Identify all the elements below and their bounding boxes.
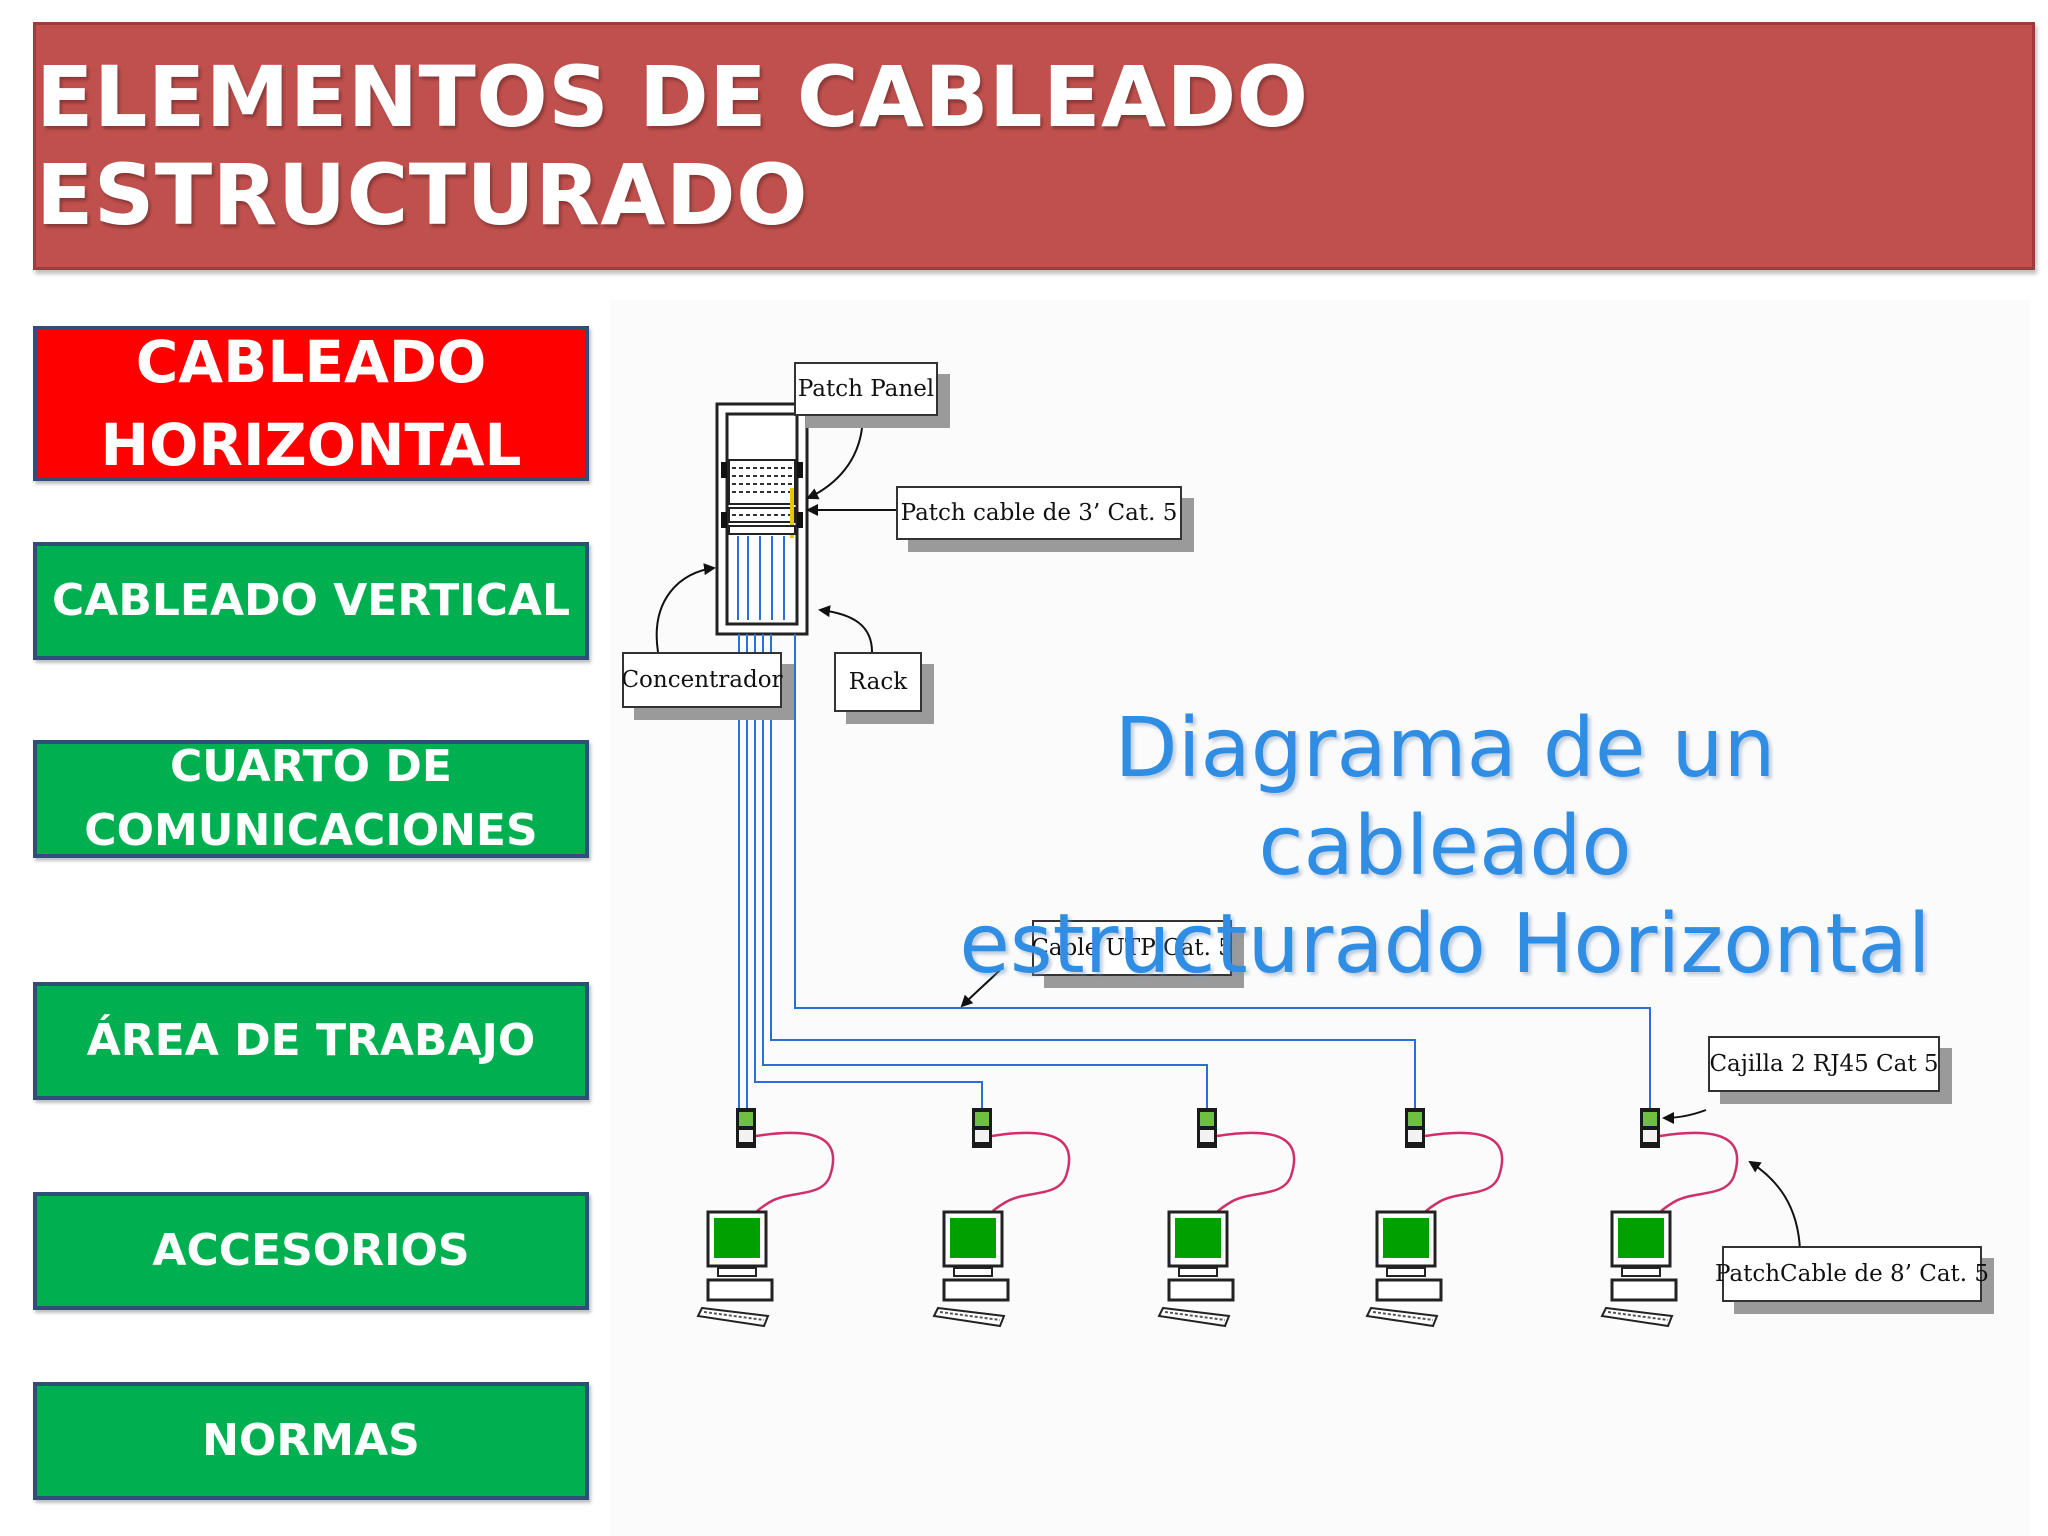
wall-outlets — [736, 1108, 1660, 1148]
utp-cables — [738, 634, 1651, 1108]
menu-button-label: CABLEADO HORIZONTAL — [100, 328, 522, 479]
menu-button-label: ACCESORIOS — [152, 1225, 470, 1277]
label-patch-cable-3: Patch cable de 3’ Cat. 5 — [896, 486, 1182, 540]
menu-button-label: CABLEADO VERTICAL — [51, 575, 571, 627]
menu-button-cableado-vertical[interactable]: CABLEADO VERTICAL — [33, 542, 589, 660]
diagram-title-line2: estructurado Horizontal — [959, 897, 1931, 992]
horizontal-cabling-diagram: Patch Panel Patch cable de 3’ Cat. 5 Con… — [610, 300, 2030, 1536]
label-concentrador: Concentrador — [621, 652, 783, 708]
menu-button-cableado-horizontal[interactable]: CABLEADO HORIZONTAL — [33, 326, 589, 481]
label-cajilla: Cajilla 2 RJ45 Cat 5 — [1708, 1036, 1940, 1092]
patch-cords — [748, 1131, 1739, 1221]
workstations — [696, 1210, 1678, 1328]
menu-button-normas[interactable]: NORMAS — [33, 1382, 589, 1500]
rack-icon — [715, 402, 809, 636]
menu-button-label: NORMAS — [202, 1415, 420, 1467]
callout-arrows — [655, 427, 1801, 1251]
label-patch-cable-8: PatchCable de 8’ Cat. 5 — [1715, 1246, 1989, 1302]
label-rack: Rack — [834, 652, 922, 712]
menu-button-cuarto-comunicaciones[interactable]: CUARTO DE COMUNICACIONES — [33, 740, 589, 858]
page-title: ELEMENTOS DE CABLEADO ESTRUCTURADO — [36, 48, 1309, 244]
diagram-title-line1: Diagrama de un cableado — [1114, 701, 1776, 894]
diagram-drawing — [655, 402, 1801, 1328]
menu-button-accesorios[interactable]: ACCESORIOS — [33, 1192, 589, 1310]
title-bar: ELEMENTOS DE CABLEADO ESTRUCTURADO — [33, 22, 2035, 270]
menu-button-label: ÁREA DE TRABAJO — [86, 1015, 536, 1067]
menu-button-label: CUARTO DE COMUNICACIONES — [84, 741, 538, 856]
label-cable-utp: Cable UTP Cat. 5 — [1031, 920, 1233, 976]
menu-button-area-trabajo[interactable]: ÁREA DE TRABAJO — [33, 982, 589, 1100]
diagram-title: Diagrama de un cableado estructurado Hor… — [940, 700, 1950, 994]
label-patch-panel: Patch Panel — [794, 362, 938, 416]
